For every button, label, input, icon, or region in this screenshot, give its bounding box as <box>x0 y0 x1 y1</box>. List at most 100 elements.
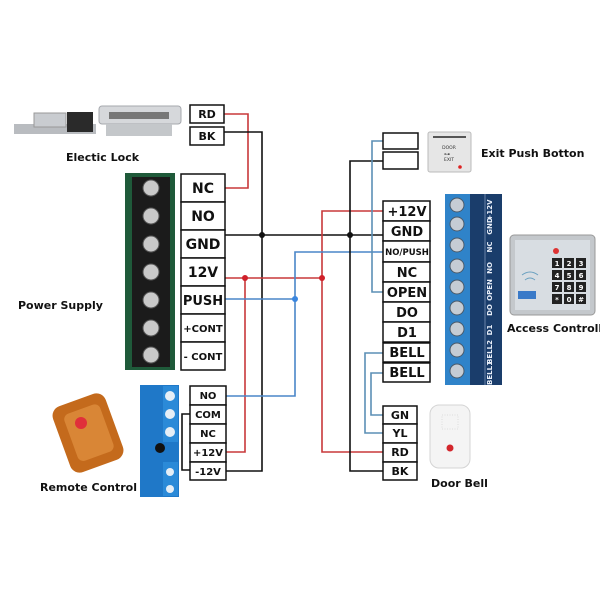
wire-exit-to-bell-bk <box>349 160 383 472</box>
keypad-key-label: 7 <box>555 284 560 292</box>
keypad-key-label: 3 <box>579 260 584 268</box>
bell-terminal-gn: GN <box>391 409 409 422</box>
lock-terminal-rd: RD <box>198 108 216 121</box>
ac-terminal-bell-2: BELL <box>389 366 424 381</box>
board-label: NO <box>486 262 494 274</box>
keypad-key <box>552 270 562 280</box>
keypad-key-label: # <box>578 296 584 304</box>
junction-dot <box>242 275 248 281</box>
exit-button-door-text: DOOR <box>442 145 456 151</box>
ac-terminal-gnd: GND <box>391 225 424 240</box>
keypad-key <box>564 294 574 304</box>
wire-lock-bk-to-remote-minus12v <box>224 131 263 472</box>
exit-button-exit-text: EXIT <box>444 157 454 163</box>
board-label: NC <box>486 242 494 253</box>
junction-dot <box>347 232 353 238</box>
keypad-key-label: 8 <box>567 284 572 292</box>
keypad-key <box>552 294 562 304</box>
ac-terminal-d1: D1 <box>397 326 417 341</box>
power-supply-terminals: NC NO GND 12V PUSH +CONT - CONT <box>180 173 226 371</box>
keypad-key <box>576 258 586 268</box>
wire-ac-12v-to-bell-rd <box>321 210 383 453</box>
board-label: DO <box>486 304 494 316</box>
keypad-key-label: 5 <box>567 272 572 280</box>
keypad-key <box>576 294 586 304</box>
ac-terminal-do: DO <box>396 306 418 321</box>
remote-terminals: NO COM NC +12V -12V <box>189 385 227 481</box>
keypad-key-label: * <box>555 296 559 304</box>
ac-terminal-open: OPEN <box>387 286 427 301</box>
keypad-key-label: 1 <box>555 260 560 268</box>
bell-terminal-bk: BK <box>392 465 409 478</box>
keypad-key <box>564 270 574 280</box>
key-icon: ⊶ <box>444 151 450 158</box>
keypad-key-label: 2 <box>567 260 572 268</box>
board-label: OPEN <box>486 279 494 301</box>
ps-terminal-minus-cont: - CONT <box>184 352 223 363</box>
keypad-key <box>564 258 574 268</box>
keypad-key-label: 0 <box>567 296 572 304</box>
junction-dot <box>259 232 265 238</box>
exit-button-label: Exit Push Botton <box>481 147 584 160</box>
remote-terminal-nc: NC <box>200 429 216 440</box>
remote-control-label: Remote Control <box>40 481 137 494</box>
ps-terminal-plus-cont: +CONT <box>183 324 223 335</box>
ac-terminal-12v: +12V <box>387 205 426 220</box>
exit-terminal-2 <box>382 151 419 170</box>
ac-terminal-nc: NC <box>397 266 417 281</box>
keypad-key <box>576 270 586 280</box>
electric-lock-label: Electic Lock <box>66 151 140 164</box>
door-bell-label: Door Bell <box>431 477 488 490</box>
bell-terminal-yl: YL <box>392 427 408 440</box>
electric-lock-image <box>14 105 182 136</box>
ac-terminal-bell-1: BELL <box>389 346 424 361</box>
door-bell-image <box>429 404 471 469</box>
keypad-key <box>576 282 586 292</box>
access-controller-terminals: +12V GND NO/PUSH NC OPEN DO D1 BELL BELL <box>382 200 431 383</box>
keypad-key <box>552 282 562 292</box>
remote-terminal-minus12v: -12V <box>195 467 221 478</box>
remote-terminal-plus12v: +12V <box>193 448 223 459</box>
keypad-key-label: 6 <box>579 272 584 280</box>
door-bell-terminals: GN YL RD BK <box>382 405 418 481</box>
lock-terminal-bk: BK <box>199 130 216 143</box>
wire-nopush-to-remote-no <box>226 251 383 397</box>
access-controller-label: Access Controller <box>507 322 600 335</box>
junction-dot <box>292 296 298 302</box>
junction-dot <box>319 275 325 281</box>
wire-lock-rd-to-nc <box>224 113 249 189</box>
remote-terminal-no: NO <box>200 391 217 402</box>
keypad-key-label: 4 <box>555 272 560 280</box>
board-label: BELL2 <box>486 340 494 364</box>
ps-terminal-no: NO <box>191 209 215 225</box>
board-label: GND <box>486 217 494 235</box>
ps-terminal-gnd: GND <box>186 237 221 253</box>
lock-terminals: RD BK <box>189 104 225 146</box>
wires <box>181 113 383 472</box>
power-supply-label: Power Supply <box>18 299 103 312</box>
wire-bell2-to-gn <box>370 372 383 416</box>
wire-bell1-to-yl <box>364 352 383 434</box>
exit-button-image: DOOR ⊶ EXIT <box>427 131 472 173</box>
wire-12v-to-remote <box>226 278 246 453</box>
ac-terminal-no-push: NO/PUSH <box>385 248 429 258</box>
wire-com-bridge <box>181 413 190 471</box>
remote-relay-board-image <box>140 385 179 497</box>
keypad-key <box>552 258 562 268</box>
bell-terminal-rd: RD <box>391 446 409 459</box>
keypad-key <box>564 282 574 292</box>
board-label: BELL1 <box>486 361 494 385</box>
remote-fob-image <box>52 393 124 473</box>
ps-terminal-nc: NC <box>192 181 214 197</box>
board-label: D1 <box>486 325 494 336</box>
exit-button-terminals <box>382 132 419 170</box>
board-label: +12V <box>486 199 494 221</box>
ps-terminal-12v: 12V <box>188 265 218 281</box>
ps-terminal-push: PUSH <box>183 294 223 309</box>
access-controller-terminal-board-image: +12V GND NC NO OPEN DO D1 BELL2 BELL1 <box>445 194 502 385</box>
remote-terminal-com: COM <box>195 410 221 421</box>
power-supply-terminal-strip-image <box>125 173 175 370</box>
